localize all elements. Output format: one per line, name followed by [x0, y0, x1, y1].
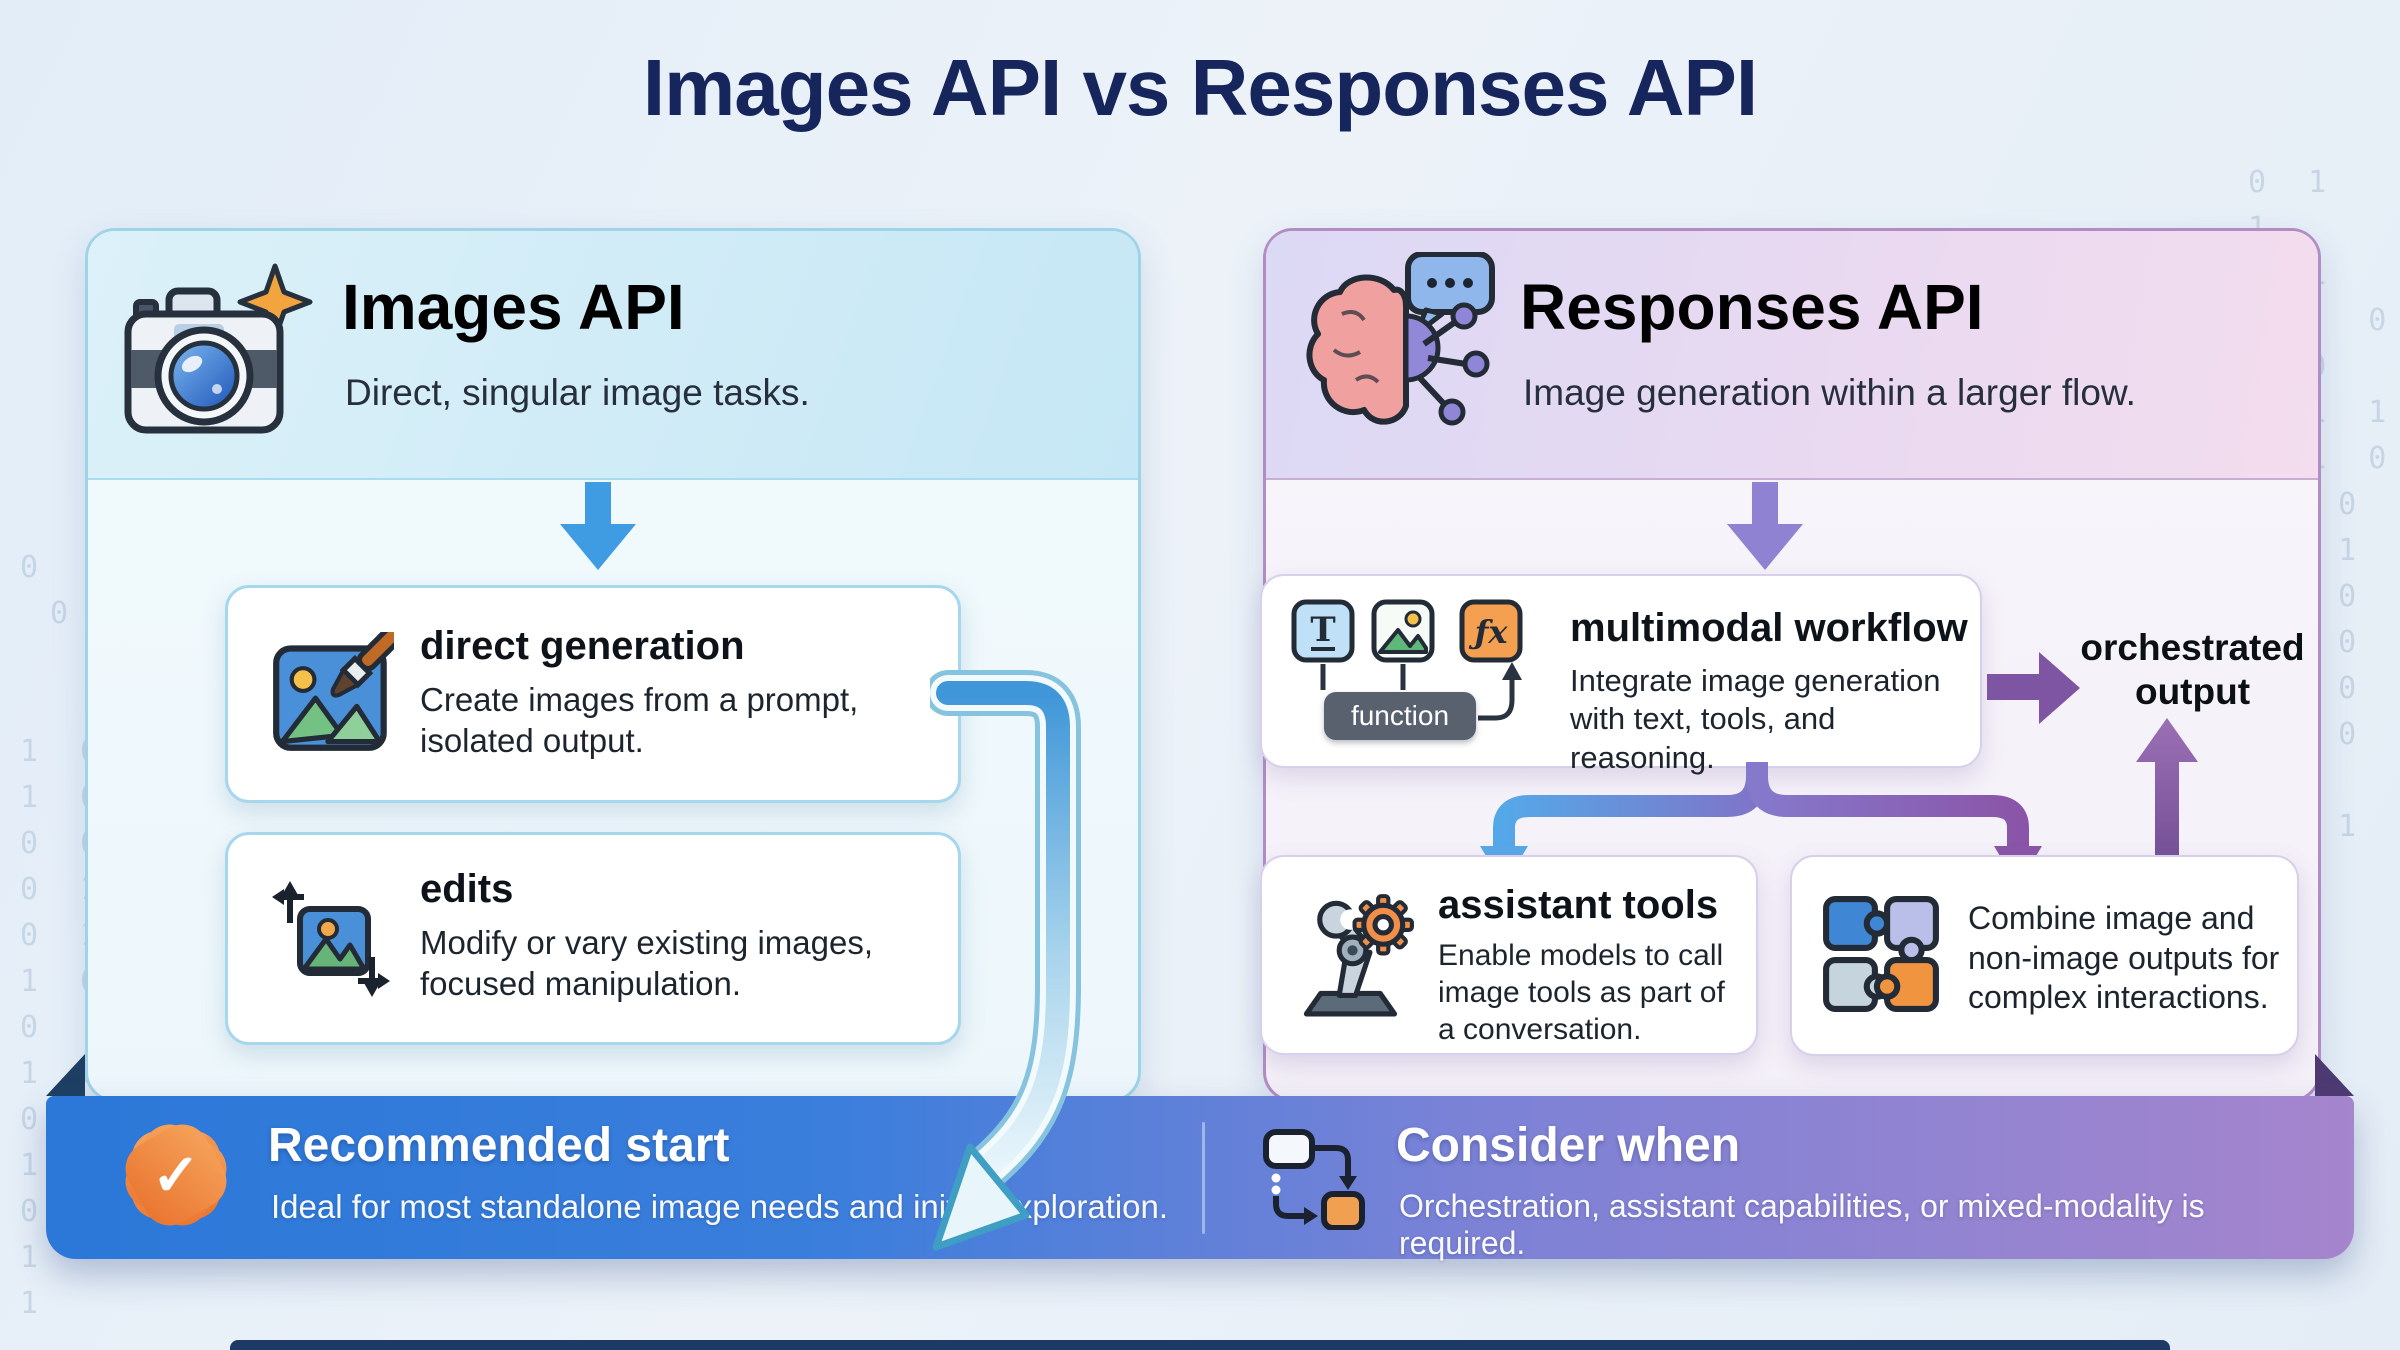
- mixed-outputs-body: Combine image and non-image outputs for …: [1968, 900, 2280, 1016]
- svg-text:T: T: [1310, 610, 1335, 650]
- multimodal-workflow-card: T ƒx function multimodal workflow Integr…: [1260, 574, 1982, 775]
- edits-body: Modify or vary existing images, focused …: [420, 924, 873, 1002]
- assistant-tools-card: assistant tools Enable models to call im…: [1260, 855, 1758, 1055]
- brain-chat-icon: [1306, 252, 1495, 426]
- multimodal-workflow-title: multimodal workflow: [1570, 606, 1968, 650]
- banner-fold-right: [2315, 1054, 2354, 1096]
- svg-text:ƒx: ƒx: [1469, 613, 1509, 651]
- image-resize-icon: [272, 881, 390, 997]
- puzzle-icon: [1823, 896, 1939, 1012]
- edits-card: edits Modify or vary existing images, fo…: [225, 832, 961, 1045]
- down-arrow-icon-right: [1727, 482, 1803, 570]
- mixed-outputs-card: Combine image and non-image outputs for …: [1790, 855, 2299, 1056]
- function-pill: function: [1324, 692, 1476, 740]
- responses-api-title: Responses API: [1520, 271, 1984, 343]
- page-title: Images API vs Responses API: [642, 43, 1758, 132]
- assistant-tools-title: assistant tools: [1438, 883, 1719, 927]
- flowchart-icon: [1263, 1129, 1365, 1230]
- text-icon: T: [1291, 599, 1355, 663]
- edits-title: edits: [420, 867, 514, 911]
- function-icon: ƒx: [1459, 599, 1523, 663]
- robot-arm-gear-icon: [1303, 894, 1414, 1017]
- right-arrow-icon: [1987, 652, 2080, 724]
- images-api-subtitle: Direct, singular image tasks.: [345, 372, 810, 413]
- banner-fold-left: [46, 1054, 85, 1096]
- direct-generation-title: direct generation: [420, 624, 745, 668]
- up-arrow-icon: [2136, 718, 2198, 888]
- direct-generation-body: Create images from a prompt, isolated ou…: [420, 681, 859, 759]
- images-api-title: Images API: [342, 271, 685, 343]
- direct-generation-card: direct generation Create images from a p…: [225, 585, 961, 803]
- function-connector-lines: [1320, 662, 1522, 721]
- image-paintbrush-icon: [273, 632, 394, 751]
- multimodal-workflow-body: Integrate image generation with text, to…: [1570, 663, 1941, 775]
- image-icon: [1371, 599, 1435, 663]
- consider-when-subtitle: Orchestration, assistant capabilities, o…: [1399, 1188, 2205, 1261]
- consider-when-title: Consider when: [1396, 1119, 1741, 1172]
- recommended-start-title: Recommended start: [268, 1119, 730, 1172]
- orchestrated-output-label: orchestrated output: [2080, 627, 2305, 712]
- assistant-tools-body: Enable models to call image tools as par…: [1438, 939, 1725, 1047]
- footer-bar: [230, 1340, 2170, 1350]
- bottom-banner: [46, 1096, 2354, 1259]
- curved-arrow: [930, 670, 1081, 1251]
- camera-icon: [124, 263, 313, 434]
- down-arrow-icon-left: [560, 482, 636, 570]
- badge-check-icon: ✓: [115, 1114, 237, 1236]
- banner-divider: [1202, 1122, 1205, 1234]
- responses-api-subtitle: Image generation within a larger flow.: [1523, 372, 2136, 413]
